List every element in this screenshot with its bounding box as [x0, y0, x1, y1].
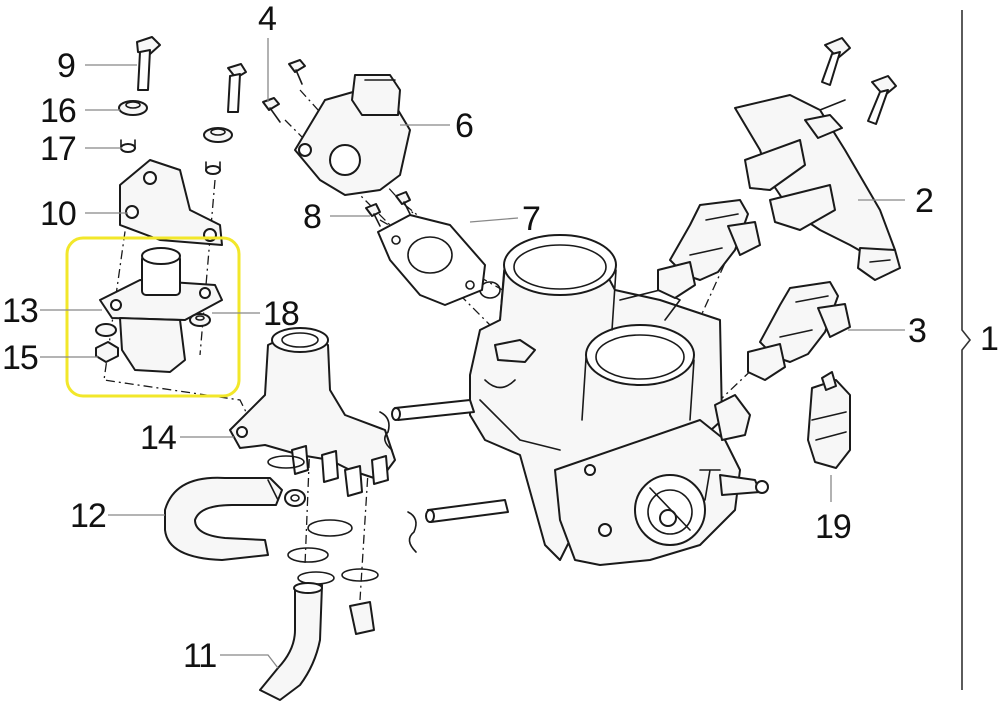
part-2-fuel-rail: [734, 94, 901, 281]
callout-19: 19: [815, 508, 851, 546]
callout-7: 7: [522, 200, 540, 238]
tube-pins: [391, 399, 509, 523]
part-3-injector-upper: [657, 199, 761, 299]
callout-labels: 1 2 3 4 6 7 8 9 10 11 12 13 14 15 16 17 …: [2, 0, 999, 675]
throttle-body: [469, 234, 723, 561]
part-18-washer: [189, 313, 211, 327]
part-10-bracket: [119, 159, 223, 246]
part-16-grommet: [118, 100, 233, 143]
part-9-bolt: [136, 36, 247, 113]
callout-12: 12: [70, 497, 106, 535]
part-8-bolts: [365, 191, 411, 227]
leader-lines: [40, 38, 905, 669]
fuel-rail-bolts: [821, 37, 897, 125]
part-6-bracket: [294, 74, 411, 196]
callout-4: 4: [258, 0, 276, 38]
part-3-injector-lower: [747, 281, 851, 381]
part-15-nut: [95, 323, 119, 363]
part-13-idle-valve: [99, 247, 223, 373]
part-14-manifold: [229, 327, 396, 497]
part-4-bolts: [262, 59, 306, 123]
callout-9: 9: [57, 47, 75, 85]
callout-10: 10: [40, 195, 76, 233]
spacer-rings: [284, 489, 375, 635]
callout-2: 2: [915, 182, 933, 220]
hose-clamps: [267, 411, 417, 585]
callout-1: 1: [980, 320, 998, 358]
part-17-bushing: [120, 139, 221, 175]
callout-15: 15: [2, 339, 38, 377]
part-12-hose: [164, 476, 283, 561]
part-19-sensor: [807, 371, 851, 469]
callout-14: 14: [140, 419, 176, 457]
throttle-position-sensor: [554, 394, 769, 566]
callout-16: 16: [40, 92, 76, 130]
callout-17: 17: [40, 130, 76, 168]
highlight-frame: [65, 236, 241, 398]
callout-13: 13: [2, 292, 38, 330]
group-bracket: [961, 10, 972, 690]
callout-6: 6: [455, 107, 473, 145]
callout-8: 8: [303, 198, 321, 236]
callout-11: 11: [183, 637, 216, 675]
part-7-gasket: [377, 214, 486, 306]
callout-18: 18: [263, 295, 299, 333]
part-11-hose: [259, 582, 323, 701]
callout-3: 3: [908, 312, 926, 350]
